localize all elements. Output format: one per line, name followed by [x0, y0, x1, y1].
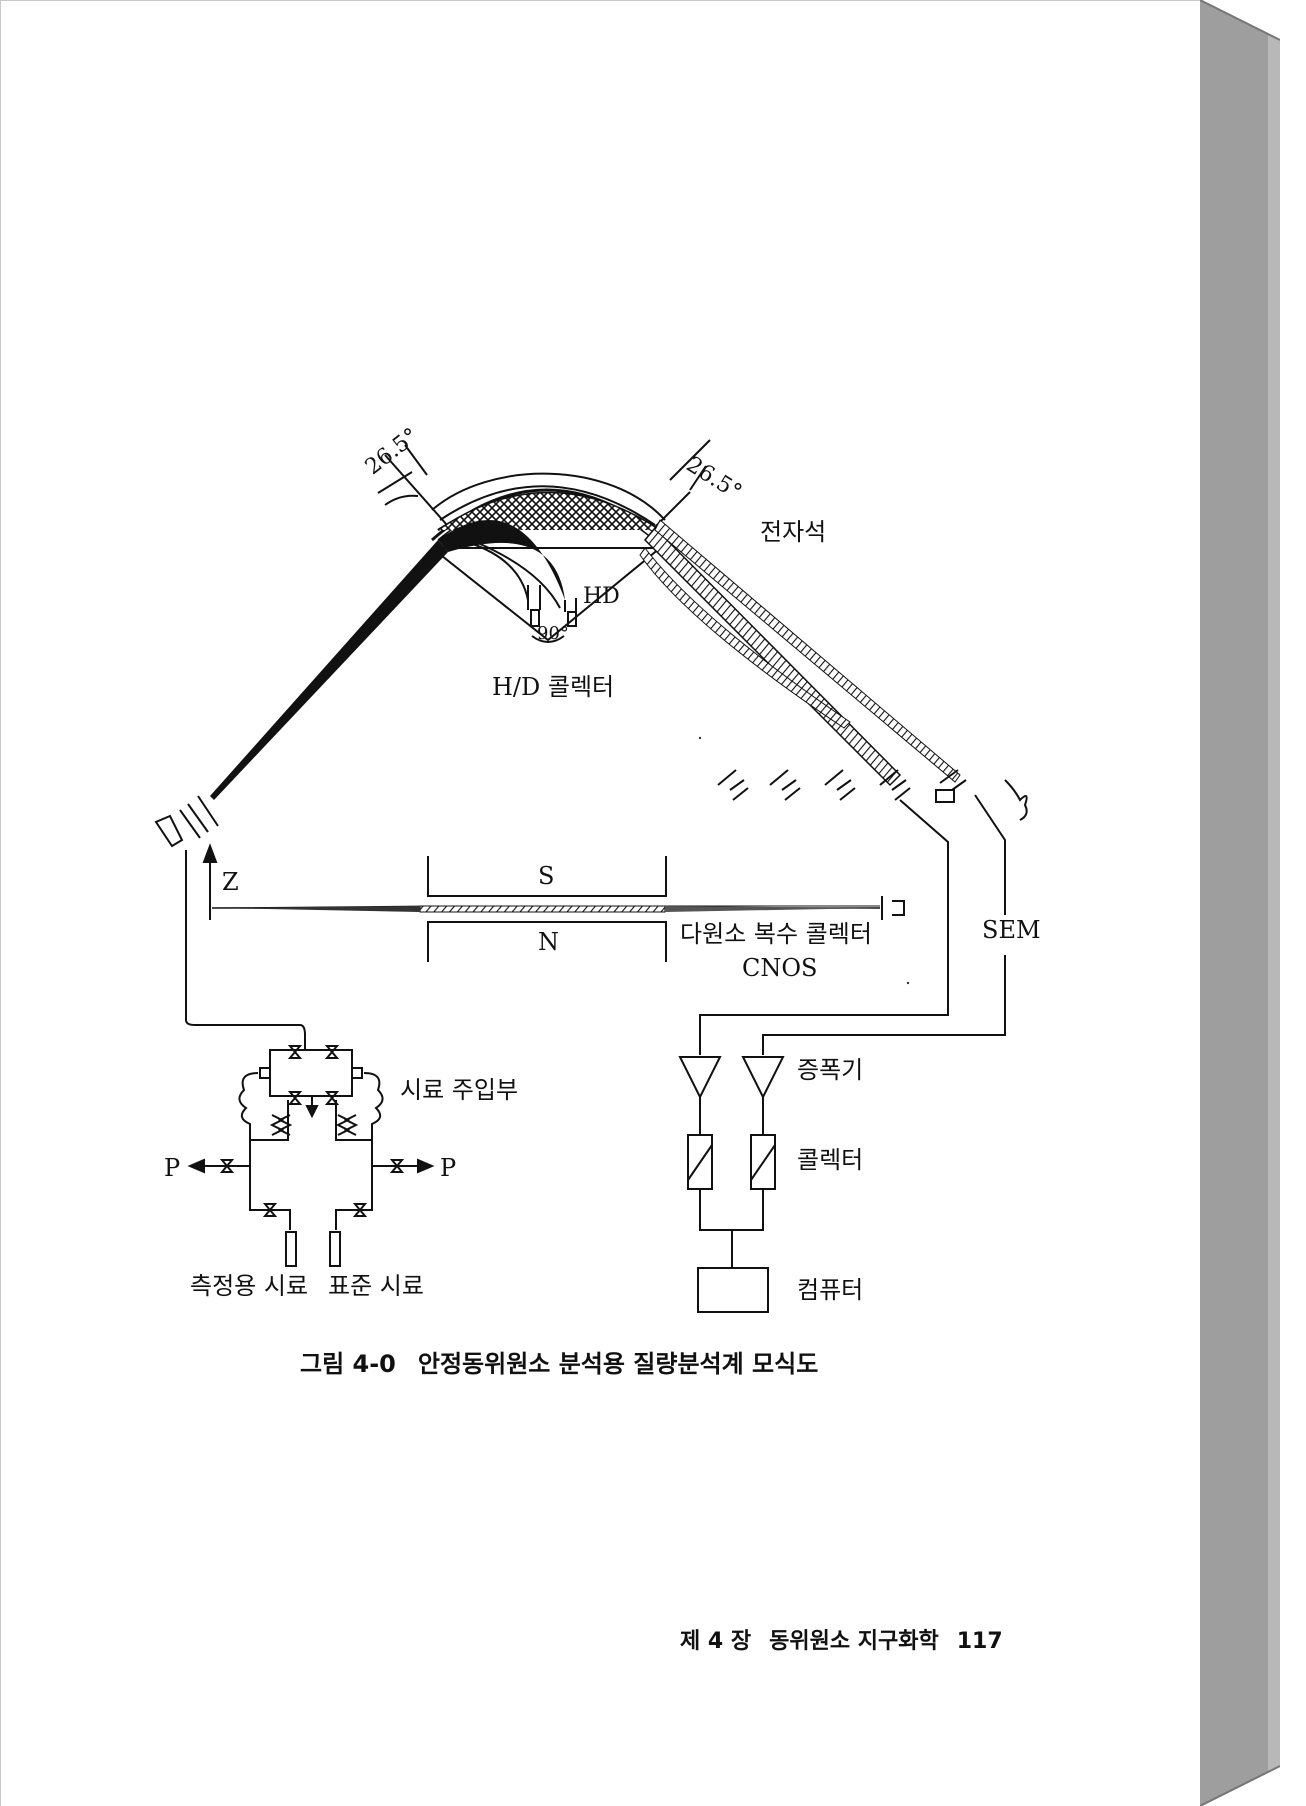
hd-label: HD [583, 584, 620, 609]
chapter-number: 제 4 장 [680, 1629, 752, 1654]
multi-collector-label: 다원소 복수 콜렉터 [680, 920, 872, 948]
collector-label: 콜렉터 [797, 1146, 864, 1174]
amplifiers [678, 1056, 785, 1135]
figure-title: 안정동위원소 분석용 질량분석계 모식도 [417, 1350, 819, 1378]
computer-box [697, 1267, 769, 1313]
collectors [687, 1134, 776, 1313]
hd-collector-label: H/D 콜렉터 [492, 673, 615, 701]
collector-array [717, 769, 1028, 821]
s-pole-label: S [538, 862, 555, 890]
chapter-title: 동위원소 지구화학 [769, 1629, 939, 1654]
signal-wiring [699, 794, 1006, 1055]
hd-collector [469, 542, 577, 643]
figure-caption: 그림 4-0 안정동위원소 분석용 질량분석계 모식도 [300, 1344, 818, 1379]
ion-beam-left [210, 540, 448, 800]
electromagnet-label: 전자석 [760, 518, 827, 546]
standard-sample-label: 표준 시료 [328, 1272, 424, 1300]
sem-label: SEM [982, 916, 1041, 944]
ion-beam-right-3 [639, 547, 851, 729]
z-axis-label: Z [222, 868, 239, 896]
cnos-label: CNOS [742, 954, 818, 982]
computer-label: 컴퓨터 [797, 1276, 864, 1304]
n-pole-label: N [538, 928, 559, 956]
page-edge [1200, 0, 1280, 1806]
amplifier-label: 증폭기 [797, 1056, 864, 1084]
ion-beam-right-2 [654, 519, 961, 783]
pump-right-label: P [440, 1154, 457, 1182]
figure-number: 그림 4-0 [300, 1350, 396, 1378]
flight-tube [209, 856, 905, 962]
ion-source [154, 795, 306, 1050]
book-page [0, 0, 1200, 1806]
angle-90-label: 90° [537, 623, 569, 644]
measured-sample-label: 측정용 시료 [190, 1272, 309, 1300]
pump-left-label: P [164, 1154, 181, 1182]
ion-beam-right-1 [643, 526, 902, 787]
hd-beam [438, 520, 565, 600]
page-footer: 제 4 장 동위원소 지구화학 117 [680, 1623, 1003, 1655]
page-number: 117 [956, 1629, 1003, 1654]
sample-inlet-system [187, 1045, 435, 1267]
sample-inlet-label: 시료 주입부 [400, 1076, 519, 1104]
mass-spectrometer-diagram [154, 439, 1028, 1313]
